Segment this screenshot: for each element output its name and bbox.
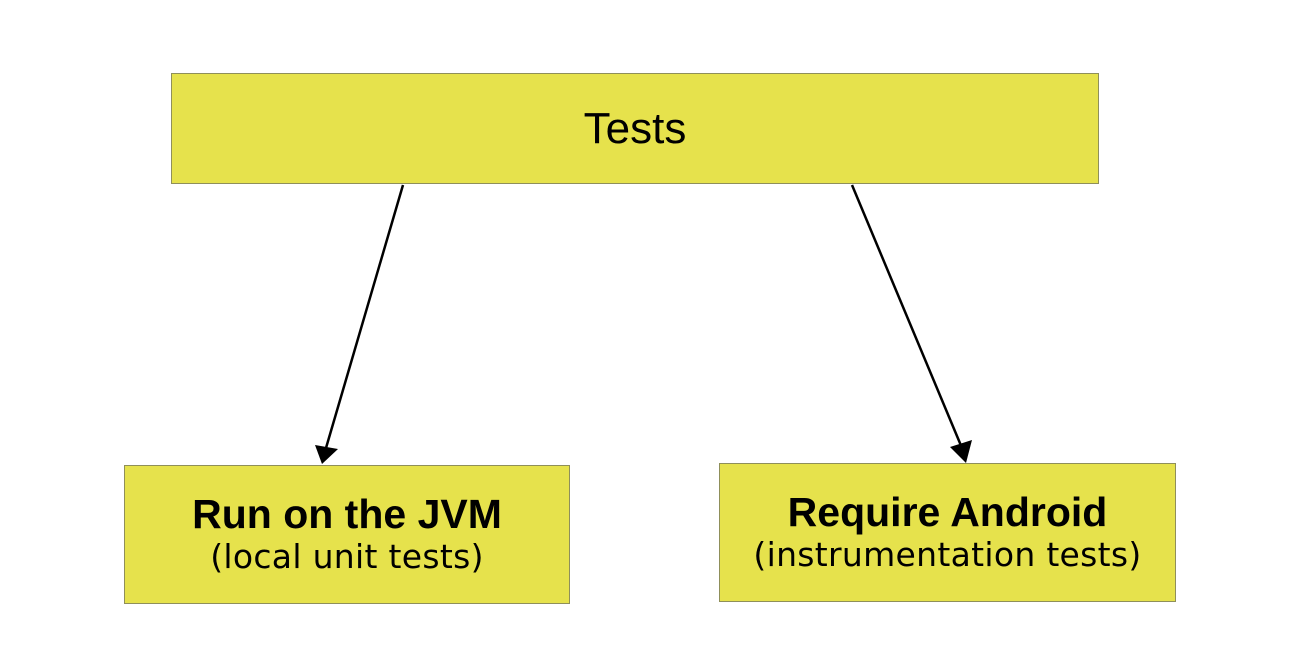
tests-root-label: Tests xyxy=(583,103,687,153)
tests-root-node: Tests xyxy=(171,73,1099,184)
jvm-node-title: Run on the JVM xyxy=(192,491,502,538)
arrow-to-android xyxy=(850,184,964,449)
arrowhead-android xyxy=(950,440,972,463)
jvm-node-subtitle: (local unit tests) xyxy=(210,537,484,577)
android-node-subtitle: (instrumentation tests) xyxy=(753,535,1142,575)
arrowhead-jvm xyxy=(315,445,338,464)
arrow-to-jvm xyxy=(324,184,405,449)
jvm-tests-node: Run on the JVM (local unit tests) xyxy=(124,465,570,604)
android-tests-node: Require Android (instrumentation tests) xyxy=(719,463,1176,602)
android-node-title: Require Android xyxy=(787,489,1108,536)
